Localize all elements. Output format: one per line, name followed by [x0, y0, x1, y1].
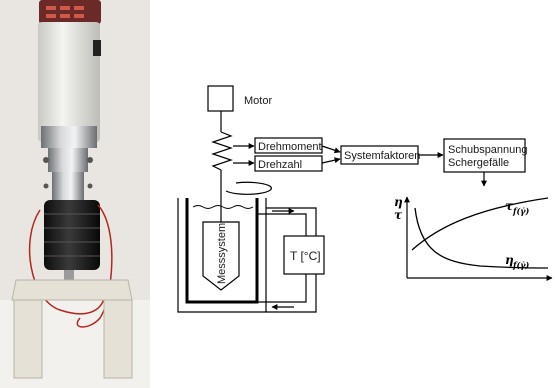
axis-symbol-eta: η	[394, 195, 403, 209]
shear-stress-curve	[411, 197, 549, 251]
motor-box	[207, 85, 234, 112]
motor-housing	[38, 22, 100, 142]
motor-label: Motor	[244, 95, 272, 107]
viscometer-photo	[0, 0, 150, 388]
shear-stress-label: Schubspannung	[448, 144, 528, 156]
viscosity-curve	[414, 207, 549, 269]
metal-collar	[41, 126, 97, 148]
rotation-arrow	[225, 181, 272, 195]
eta-curve-symbol: η	[505, 253, 514, 267]
thermostat-box	[283, 235, 325, 275]
tau-curve-subscript: f(γ̇)	[512, 206, 530, 216]
temperature-label: T [°C]	[290, 249, 321, 263]
tau-curve-symbol: τ	[505, 199, 514, 213]
measuring-bob	[202, 221, 240, 291]
stand-base	[11, 279, 133, 301]
cable	[28, 209, 106, 315]
schematic	[177, 85, 553, 313]
measuring-cup	[44, 200, 100, 270]
torque-label: Drehmoment	[258, 141, 322, 153]
measuring-system-label: Messsystem	[216, 223, 228, 284]
eta-curve-subscript: f(γ̇)	[512, 260, 530, 270]
display-panel	[39, 0, 101, 24]
torsion-spring	[211, 131, 233, 171]
axis-symbol-tau: τ	[394, 208, 403, 222]
shear-rate-label: Schergefälle	[448, 157, 509, 169]
torque-box	[254, 137, 323, 154]
outer-vessel	[177, 198, 267, 313]
inner-vessel	[185, 198, 259, 304]
speed-label: Drehzahl	[258, 159, 302, 171]
system-factors-label: Systemfaktoren	[344, 150, 420, 162]
speed-box	[254, 155, 323, 172]
